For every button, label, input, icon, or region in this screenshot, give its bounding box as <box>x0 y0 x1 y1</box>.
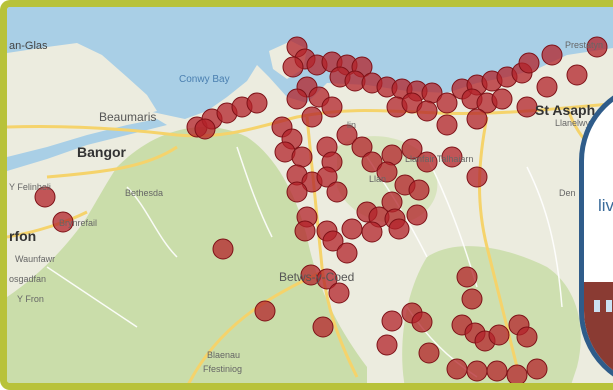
callout-bubble: live <box>579 81 613 383</box>
marker[interactable] <box>294 220 316 242</box>
marker[interactable] <box>488 324 510 346</box>
place-label-betws-y-coed: Betws-y-Coed <box>279 270 355 284</box>
marker[interactable] <box>486 360 508 382</box>
place-label-y-fron: Y Fron <box>17 294 44 304</box>
markers-coast <box>282 36 608 136</box>
marker[interactable] <box>466 360 488 382</box>
hills <box>7 127 367 383</box>
marker[interactable] <box>52 211 74 233</box>
marker[interactable] <box>416 100 438 122</box>
marker[interactable] <box>516 326 538 348</box>
marker[interactable] <box>401 138 423 160</box>
marker[interactable] <box>506 364 528 385</box>
place-label-llanelwy: Llanelwy <box>555 118 591 128</box>
markers-inland <box>271 116 488 304</box>
place-label-st-asaph: St Asaph <box>535 102 596 118</box>
callout-text: live <box>598 196 613 215</box>
marker[interactable] <box>466 108 488 130</box>
marker[interactable] <box>416 151 438 173</box>
markers-south <box>254 288 548 385</box>
anglesey <box>7 43 157 147</box>
marker[interactable] <box>326 181 348 203</box>
building-image <box>584 282 613 383</box>
place-label-waunfawr: Waunfawr <box>15 254 56 264</box>
place-label-conwy-bay: Conwy Bay <box>179 74 230 85</box>
marker[interactable] <box>586 36 608 58</box>
marker[interactable] <box>336 124 358 146</box>
marker[interactable] <box>316 268 338 290</box>
marker[interactable] <box>388 218 410 240</box>
place-label-an-glas: an-Glas <box>9 40 48 52</box>
place-label-llanfair-talhaiarn: Llanfair Talhaiarn <box>405 154 474 164</box>
marker[interactable] <box>466 166 488 188</box>
marker[interactable] <box>291 146 313 168</box>
marker[interactable] <box>526 358 548 380</box>
place-label-llan: Llan <box>369 174 387 184</box>
marker[interactable] <box>516 96 538 118</box>
marker[interactable] <box>446 358 468 380</box>
marker[interactable] <box>436 92 458 114</box>
marker[interactable] <box>328 282 350 304</box>
marker[interactable] <box>212 238 234 260</box>
marker[interactable] <box>351 136 373 158</box>
marker[interactable] <box>436 114 458 136</box>
place-label-beaumaris: Beaumaris <box>99 110 157 124</box>
marker[interactable] <box>282 56 304 78</box>
marker[interactable] <box>34 186 56 208</box>
markers-west <box>34 92 268 260</box>
marker[interactable] <box>286 181 308 203</box>
place-label-bethesda: Bethesda <box>125 188 164 198</box>
map-canvas[interactable] <box>7 7 613 390</box>
building-window <box>594 300 600 312</box>
marker[interactable] <box>461 288 483 310</box>
marker[interactable] <box>312 316 334 338</box>
place-label-brynrefail: Brynrefail <box>59 218 98 228</box>
marker[interactable] <box>361 221 383 243</box>
marker[interactable] <box>361 151 383 173</box>
marker-layer <box>34 36 608 385</box>
place-label-rfon: rfon <box>9 228 37 244</box>
place-label-prestatyn: Prestatyn <box>565 40 604 50</box>
marker[interactable] <box>286 88 308 110</box>
marker[interactable] <box>194 118 216 140</box>
marker[interactable] <box>518 52 540 74</box>
place-label-blaenau: Blaenau <box>207 350 241 360</box>
marker[interactable] <box>336 242 358 264</box>
marker[interactable] <box>456 266 478 288</box>
marker[interactable] <box>381 310 403 332</box>
marker[interactable] <box>406 204 428 226</box>
marker[interactable] <box>301 106 323 128</box>
place-label-ffestiniog: Ffestiniog <box>203 364 243 374</box>
place-label-lin: lin <box>347 120 357 130</box>
place-label-osgadfan: osgadfan <box>9 274 47 284</box>
hills-east <box>402 246 581 383</box>
menai-strait <box>7 119 167 171</box>
place-label-bangor: Bangor <box>77 144 126 160</box>
building-window <box>606 300 612 312</box>
marker[interactable] <box>246 92 268 114</box>
marker[interactable] <box>376 161 398 183</box>
marker[interactable] <box>321 96 343 118</box>
marker[interactable] <box>316 166 338 188</box>
marker[interactable] <box>491 88 513 110</box>
marker[interactable] <box>411 311 433 333</box>
place-label-den: Den <box>559 188 576 198</box>
marker[interactable] <box>408 179 430 201</box>
place-label-y-felinheli: Y Felinheli <box>9 182 51 192</box>
marker[interactable] <box>566 64 588 86</box>
marker[interactable] <box>376 334 398 356</box>
marker[interactable] <box>541 44 563 66</box>
marker[interactable] <box>322 230 344 252</box>
marker[interactable] <box>418 342 440 364</box>
marker[interactable] <box>441 146 463 168</box>
marker[interactable] <box>536 76 558 98</box>
marker[interactable] <box>341 218 363 240</box>
roads-major <box>7 102 613 383</box>
marker[interactable] <box>254 300 276 322</box>
